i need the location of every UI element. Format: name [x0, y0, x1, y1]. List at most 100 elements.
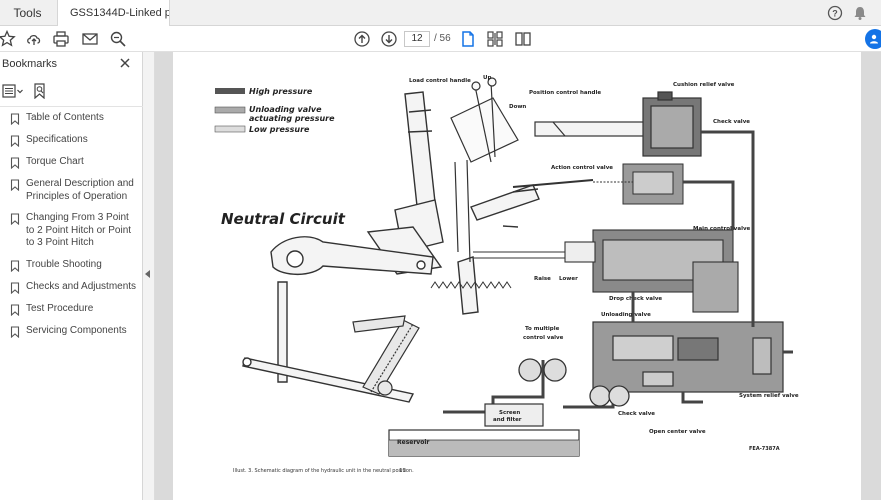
action-control-valve — [512, 163, 684, 205]
bookmark-star-icon[interactable] — [0, 29, 17, 49]
bookmark-ribbon-icon — [10, 157, 20, 169]
legend-low: Low pressure — [249, 125, 310, 134]
tab-tools[interactable]: Tools — [13, 6, 42, 20]
divider — [0, 106, 143, 107]
legend-swatch-unloading — [214, 106, 246, 114]
lower-linkage — [352, 315, 420, 396]
zoom-search-icon[interactable] — [108, 29, 128, 49]
document-page: High pressure Unloading valve actuating … — [173, 52, 861, 500]
user-account-button[interactable] — [865, 29, 881, 49]
bookmark-item[interactable]: Servicing Components — [0, 323, 143, 340]
bookmark-item[interactable]: Changing From 3 Point to 2 Point Hitch o… — [0, 210, 143, 252]
bookmark-label: General Description and Principles of Op… — [26, 178, 134, 202]
bookmark-item[interactable]: Trouble Shooting — [0, 257, 143, 274]
bookmark-ribbon-icon — [10, 325, 20, 338]
bookmark-label: Changing From 3 Point to 2 Point Hitch o… — [26, 212, 132, 248]
label-check-valve-bottom: Check valve — [618, 411, 655, 417]
bookmark-label: Torque Chart — [26, 156, 84, 167]
screen-filter-box — [484, 403, 544, 427]
page-total: / 56 — [434, 33, 451, 44]
label-down: Down — [509, 104, 526, 110]
bookmarks-title: Bookmarks — [2, 58, 58, 70]
bookmark-label: Servicing Components — [26, 324, 127, 336]
lift-linkage — [242, 91, 540, 403]
collapse-arrow-icon[interactable] — [145, 270, 150, 278]
bookmark-label: Table of Contents — [26, 112, 104, 123]
label-to-multiple-1: To multiple — [525, 326, 560, 332]
label-action-control-valve: Action control valve — [551, 165, 613, 171]
bookmark-item[interactable]: Test Procedure — [0, 301, 143, 318]
label-load-control-handle: Load control handle — [409, 78, 471, 84]
bookmark-label: Specifications — [26, 134, 88, 145]
options-menu-icon[interactable] — [2, 84, 24, 98]
single-page-view-icon[interactable] — [458, 29, 478, 49]
reservoir — [388, 429, 580, 457]
bookmark-label: Test Procedure — [26, 302, 94, 314]
bookmark-ribbon-icon — [10, 179, 20, 191]
tab-document[interactable]: GSS1344D-Linked p... — [57, 0, 170, 27]
bookmark-item[interactable]: Torque Chart — [0, 154, 143, 171]
hydraulic-schematic-diagram: High pressure Unloading valve actuating … — [214, 75, 799, 474]
bookmark-ribbon-icon — [10, 303, 20, 316]
legend-unloading-2: actuating pressure — [249, 114, 335, 123]
print-icon[interactable] — [51, 29, 71, 49]
upload-cloud-icon[interactable] — [24, 29, 44, 49]
label-drop-check-valve: Drop check valve — [609, 296, 662, 302]
label-to-multiple-2: control valve — [523, 335, 564, 341]
bookmark-label: Trouble Shooting — [26, 258, 102, 270]
page-number-label: 11 — [399, 468, 406, 474]
next-page-icon[interactable] — [379, 29, 399, 49]
label-system-relief-valve: System relief valve — [739, 393, 799, 399]
svg-text:?: ? — [832, 9, 838, 19]
legend-swatch-low — [214, 125, 246, 133]
bookmark-ribbon-icon — [10, 135, 20, 147]
two-page-view-icon[interactable] — [513, 29, 533, 49]
bookmark-tools — [0, 80, 143, 102]
bookmark-item[interactable]: Specifications — [0, 132, 143, 149]
ram-cylinder — [534, 91, 702, 157]
label-lower: Lower — [559, 276, 578, 282]
scrolling-view-icon[interactable] — [485, 29, 505, 49]
bookmark-item[interactable]: Checks and Adjustments — [0, 279, 143, 296]
main-toolbar: 12 / 56 — [0, 26, 881, 52]
label-raise: Raise — [534, 276, 551, 282]
panel-collapse-strip[interactable] — [143, 52, 155, 500]
bookmark-ribbon-icon — [10, 213, 20, 225]
pump-body — [592, 321, 784, 393]
label-screen-2: and filter — [493, 417, 522, 423]
legend-high: High pressure — [249, 87, 313, 96]
label-main-control-valve: Main control valve — [693, 226, 751, 232]
document-viewer[interactable]: High pressure Unloading valve actuating … — [155, 52, 881, 500]
previous-page-icon[interactable] — [352, 29, 372, 49]
bookmark-item[interactable]: Table of Contents — [0, 110, 143, 127]
notifications-bell-icon[interactable] — [851, 4, 869, 22]
figure-caption: Illust. 3. Schematic diagram of the hydr… — [233, 468, 414, 474]
label-unloading-valve: Unloading valve — [601, 312, 651, 318]
label-position-control-handle: Position control handle — [529, 90, 601, 96]
label-cushion-relief-valve: Cushion relief valve — [673, 82, 735, 88]
label-open-center-valve: Open center valve — [649, 429, 706, 435]
control-quadrant — [450, 77, 519, 263]
page-number-input[interactable]: 12 — [404, 31, 430, 47]
tab-bar: Tools GSS1344D-Linked p... ? — [0, 0, 881, 27]
label-up: Up — [483, 75, 491, 81]
multiple-control-ports — [518, 358, 630, 407]
spring — [430, 281, 512, 289]
bookmark-item[interactable]: General Description and Principles of Op… — [0, 176, 143, 205]
email-icon[interactable] — [80, 29, 100, 49]
diagram-title: Neutral Circuit — [221, 210, 346, 228]
bookmark-ribbon-icon — [10, 281, 20, 294]
legend-swatch-high — [215, 88, 245, 94]
main-control-valve — [473, 229, 739, 313]
add-bookmark-icon[interactable] — [33, 83, 47, 100]
close-icon[interactable] — [118, 56, 132, 70]
label-reservoir: Reservoir — [397, 439, 429, 446]
bookmark-label: Checks and Adjustments — [26, 280, 137, 292]
label-screen-1: Screen — [499, 410, 520, 416]
bookmark-ribbon-icon — [10, 259, 20, 272]
help-icon[interactable]: ? — [826, 4, 844, 22]
label-figure-code: FEA-7387A — [749, 446, 780, 452]
legend-unloading-1: Unloading valve — [249, 105, 322, 114]
